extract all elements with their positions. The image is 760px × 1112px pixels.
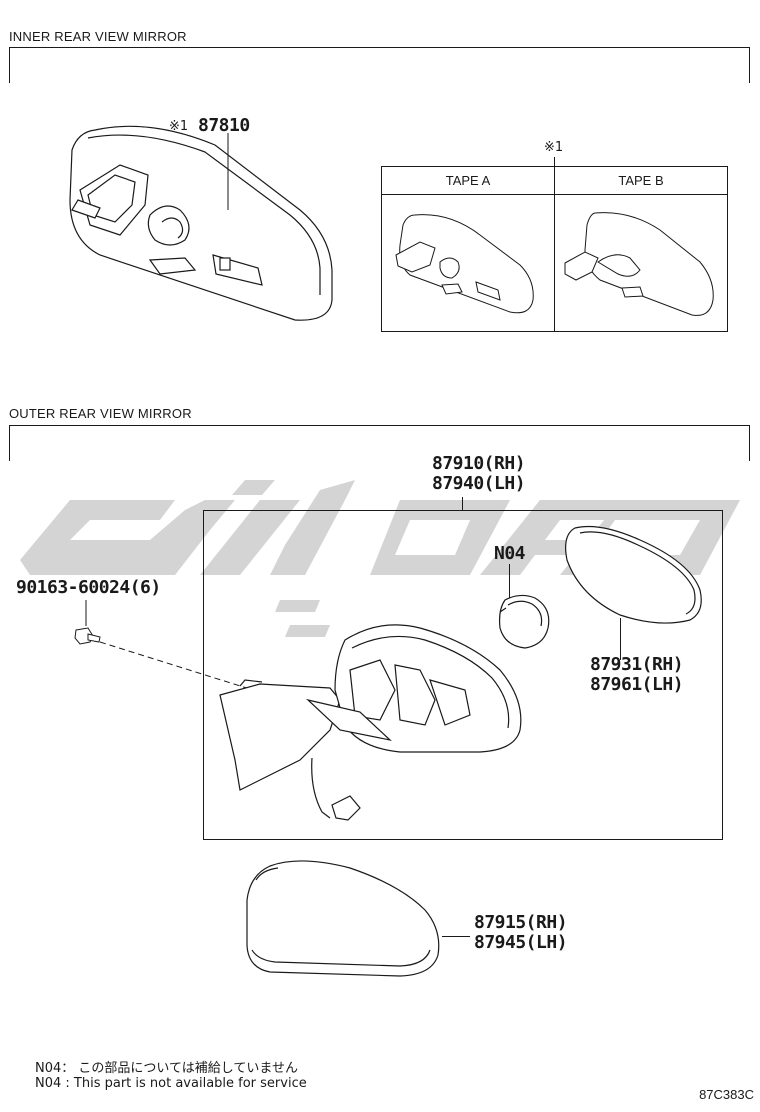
watermark-logo xyxy=(20,480,740,637)
assembly-rh-part-number: 87910(RH) xyxy=(432,453,526,474)
tape-b-drawing xyxy=(564,212,714,316)
inner-mirror-part-number: 87810 xyxy=(198,115,250,136)
diagram-code: 87C383C xyxy=(699,1087,754,1102)
glass-rh-part-number: 87931(RH) xyxy=(590,654,684,675)
tape-b-label: TAPE B xyxy=(618,173,664,188)
mirror-cover-drawing xyxy=(246,860,440,977)
mirror-motor-drawing xyxy=(498,594,550,649)
tape-note-mark: ※1 xyxy=(544,140,564,155)
tape-a-label: TAPE A xyxy=(445,173,491,188)
footnote-japanese: N04： この部品については補給していません xyxy=(35,1061,298,1076)
assembly-lh-part-number: 87940(LH) xyxy=(432,473,526,494)
outer-assembly-box xyxy=(203,497,723,840)
cover-lh-part-number: 87945(LH) xyxy=(474,932,568,953)
mirror-glass-drawing xyxy=(565,525,702,624)
inner-section-title: INNER REAR VIEW MIRROR xyxy=(9,29,187,44)
tape-box xyxy=(381,157,728,332)
screw-drawing xyxy=(74,600,101,645)
cover-rh-part-number: 87915(RH) xyxy=(474,912,568,933)
outer-section-bracket xyxy=(9,425,750,461)
n04-label: N04 xyxy=(494,543,526,564)
inner-mirror-drawing xyxy=(69,125,333,321)
inner-section-bracket xyxy=(9,47,750,83)
outer-mirror-assembly-drawing xyxy=(219,624,522,821)
inner-mirror-note-mark: ※1 xyxy=(169,119,189,134)
outer-section-title: OUTER REAR VIEW MIRROR xyxy=(9,406,192,421)
glass-lh-part-number: 87961(LH) xyxy=(590,674,684,695)
screw-part-number: 90163-60024(6) xyxy=(16,577,161,598)
tape-a-drawing xyxy=(395,214,534,314)
footnote-english: N04 : This part is not available for ser… xyxy=(35,1076,307,1091)
